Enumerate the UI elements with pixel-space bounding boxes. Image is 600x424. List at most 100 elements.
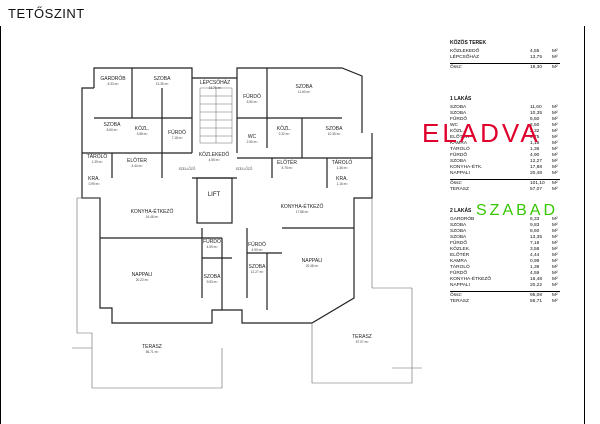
room-area-tarolo-r: 1.36 m² (337, 166, 348, 170)
legend-area-value: 4,44 (530, 253, 540, 258)
room-name-kra-l: KRA. (88, 176, 100, 182)
room-name-lepcsohaz: LÉPCSŐHÁZ (200, 79, 230, 86)
legend-area-unit: M² (552, 271, 558, 276)
legend-area-unit: M² (552, 187, 558, 192)
room-name-furdo-ml: FÜRDŐ (168, 129, 186, 136)
room-name-kozl-l: KÖZL. (135, 125, 149, 132)
legend-value-group: 95,08 M² (530, 293, 560, 299)
room-area-furdo-ml: 7.18 m² (172, 136, 183, 140)
room-area-szoba-bl: 9.83 m² (207, 280, 218, 284)
legend-room-name: FÜRDŐ (450, 117, 468, 122)
legend-area-unit: M² (552, 277, 558, 282)
legend-room-name: ELŐTÉR (450, 253, 470, 258)
legend-value-group: 4,75 M² (530, 135, 560, 141)
room-name-tarolo-l: TÁROLÓ (87, 153, 108, 160)
room-name-kra-r: KRA. (336, 176, 348, 182)
legend-area-unit: M² (552, 135, 558, 140)
room-area-konyha-r: 17.88 m² (296, 210, 309, 214)
legend-area-value: 95,08 (530, 293, 543, 298)
room-area-nappali-r: 20.48 m² (306, 264, 319, 268)
room-name-furdo-tr: FÜRDŐ (243, 93, 261, 100)
room-name-szoba-bl: SZOBA (204, 274, 222, 280)
room-area-kra-r: 1.16 m² (337, 182, 348, 186)
legend-area-unit: M² (552, 235, 558, 240)
legend-area-unit: M² (552, 293, 558, 298)
legend-area-value: 7,18 (530, 241, 540, 246)
legend-area-value: 101,10 (530, 181, 545, 186)
legend-row: KONYHA-ÉTK. 17,88 M² (450, 165, 560, 171)
sold-stamp: ELADVA (422, 118, 541, 148)
legend-area-unit: M² (552, 111, 558, 116)
legend-area-unit: M² (552, 299, 558, 304)
legend-area-unit: M² (552, 181, 558, 186)
legend-area-unit: M² (552, 217, 558, 222)
legend-area-value: 5,50 (530, 117, 540, 122)
room-area-furdo-tr: 5.50 m² (247, 100, 258, 104)
legend-room-name: Össz: (450, 293, 463, 298)
legend-area-unit: M² (552, 165, 558, 170)
legend-area-value: 0,99 (530, 259, 540, 264)
legend-value-group: 101,10 M² (530, 181, 560, 187)
legend-area-value: 16,48 (530, 277, 543, 282)
room-area-kozlekedo: 4.55 m² (209, 158, 220, 162)
legend-room-name: FÜRDŐ (450, 271, 468, 276)
legend-room-name: KAMRA (450, 259, 468, 264)
legend-room-name: FÜRDŐ (450, 153, 468, 158)
legend-room-name: Össz: (450, 181, 463, 186)
legend-area-value: 20,22 (530, 283, 543, 288)
legend-room-name: KÖZLEK. (450, 247, 471, 252)
room-name-terasz-r: TERASZ (352, 334, 372, 340)
legend-area-value: 17,88 (530, 165, 543, 170)
terrace-outline (72, 197, 422, 389)
sheet-border-right (584, 26, 585, 424)
legend-room-name: KONYHA-ÉTK. (450, 165, 483, 170)
legend-room-name: SZOBA (450, 235, 467, 240)
vent-left-label: SZELLŐZŐ (179, 166, 196, 171)
legend-area-unit: M² (552, 159, 558, 164)
room-name-tarolo-r: TÁROLÓ (332, 159, 353, 166)
legend-area-value: 4,55 (530, 49, 540, 54)
legend-room-name: NAPPALI (450, 171, 470, 176)
legend-area-value: 13,35 (530, 235, 543, 240)
vent-right-label: SZELLŐZŐ (236, 166, 253, 171)
legend-area-value: 4,75 (530, 135, 540, 140)
legend-room-name: WC (450, 123, 458, 128)
legend-room-name: NAPPALI (450, 283, 470, 288)
legend-area-unit: M² (552, 129, 558, 134)
room-name-kozl-r: KÖZL. (277, 125, 291, 132)
legend-area-unit: M² (552, 229, 558, 234)
room-area-furdo-br: 4.90 m² (252, 248, 263, 252)
legend-area-unit: M² (552, 141, 558, 146)
legend-area-value: 4,90 (530, 153, 540, 158)
legend-area-unit: M² (552, 105, 558, 110)
